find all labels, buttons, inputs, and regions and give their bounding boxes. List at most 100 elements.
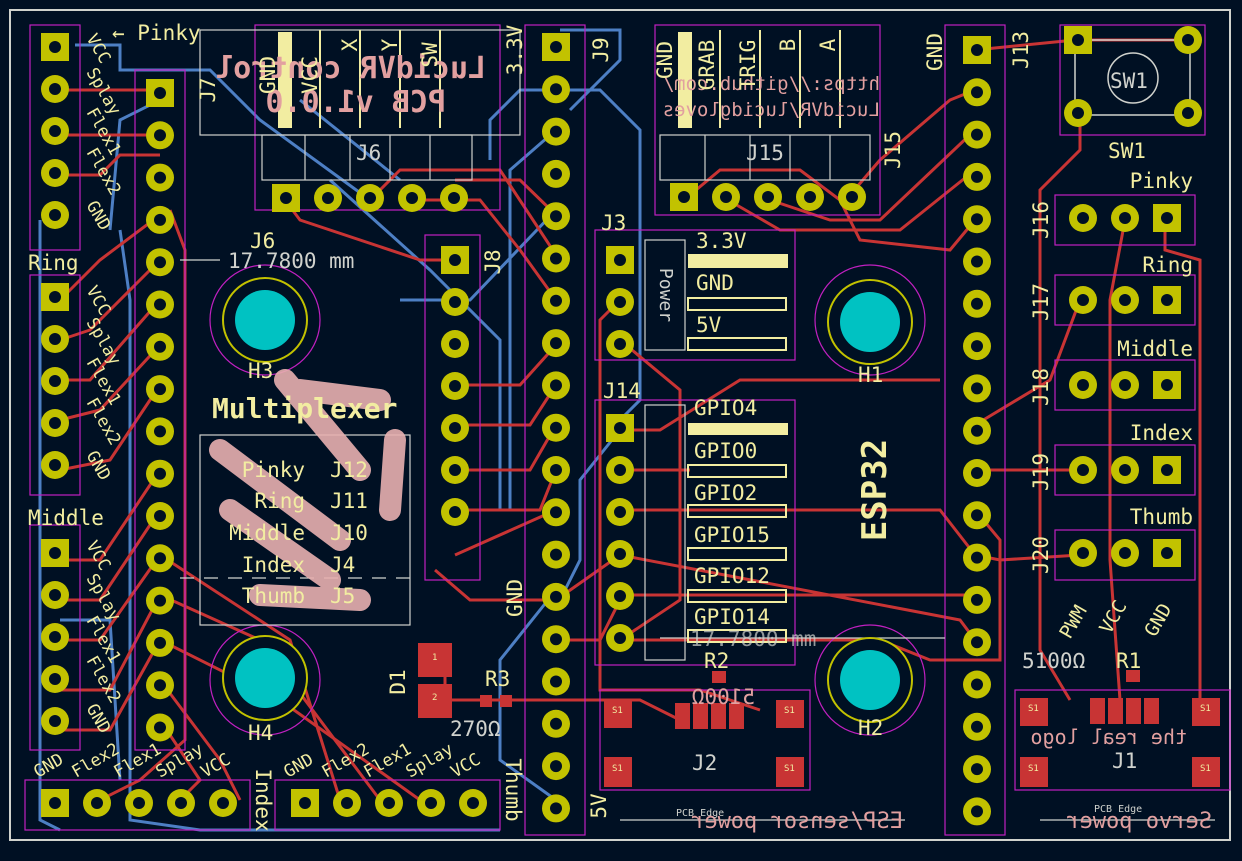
- thumb-label-flex2: Flex2: [319, 739, 373, 782]
- ref-j6-body: J6: [356, 141, 381, 165]
- drill-hole: [971, 170, 983, 183]
- drill-hole: [449, 254, 461, 266]
- j6-label-vcc: VCC: [298, 56, 322, 94]
- drill-hole: [49, 715, 61, 727]
- pcb-edge-label-1: PCB Edge: [676, 808, 724, 819]
- drill-hole: [550, 210, 562, 223]
- drill-hole: [1077, 464, 1089, 476]
- pcb-edge-label-2: PCB Edge: [1094, 804, 1142, 815]
- drill-hole: [1161, 294, 1173, 306]
- servo-pin-vcc: VCC: [1095, 597, 1131, 638]
- mux-finger-thumb: Thumb: [242, 584, 305, 608]
- drill-hole: [1072, 34, 1084, 46]
- drill-hole: [1161, 212, 1173, 224]
- drill-hole: [550, 125, 562, 138]
- j3-labels: 3.3V GND 5V: [696, 229, 747, 337]
- drill-hole: [614, 254, 626, 266]
- multiplexer-title: Multiplexer: [212, 392, 397, 425]
- through-hole-pads: [41, 26, 1202, 826]
- drill-hole: [425, 797, 437, 809]
- pinky-label-gnd: GND: [82, 198, 115, 235]
- r1-value: 5100Ω: [1022, 649, 1085, 673]
- drill-hole: [1077, 212, 1089, 224]
- logo-drawing: [209, 369, 406, 611]
- servo-pin-labels: PWM VCC GND: [1055, 597, 1176, 643]
- url-line2: LucidVR/lucidgloves: [663, 99, 880, 121]
- drill-hole: [154, 636, 166, 649]
- drill-hole: [49, 291, 61, 303]
- tactile-switch-sw1[interactable]: [1074, 39, 1191, 116]
- j6-pin-labels: GND VCC X Y SW: [256, 38, 442, 94]
- ref-h3: H3: [248, 359, 273, 383]
- drill-hole: [154, 467, 166, 480]
- drill-hole: [550, 506, 562, 519]
- drill-hole: [550, 379, 562, 392]
- j15-label-b: B: [776, 39, 800, 52]
- servo-finger-labels: Pinky Ring Middle Index Thumb: [1117, 169, 1193, 529]
- drill-hole: [971, 636, 983, 649]
- mux-ref-j12: J12: [330, 458, 368, 482]
- drill-hole: [449, 380, 461, 392]
- pinky-label-vcc: VCC: [82, 31, 115, 68]
- mux-ref-j11: J11: [330, 489, 368, 513]
- j15-pin-labels: GND GRAB TRIG B A: [653, 38, 840, 90]
- drill-hole: [1119, 212, 1131, 224]
- esp-sensor-power-label: ESP/sensor power: [691, 809, 903, 834]
- drill-hole: [614, 632, 626, 644]
- drill-hole: [154, 383, 166, 396]
- drill-hole: [49, 125, 61, 137]
- ref-j8: J8: [481, 249, 505, 274]
- dimension-label-2: 17.7800 mm: [690, 627, 816, 651]
- power-fab-label: Power: [655, 268, 676, 322]
- j3-label-3v3: 3.3V: [696, 229, 747, 253]
- drill-hole: [614, 464, 626, 476]
- ref-d1: D1: [386, 669, 410, 694]
- drill-hole: [49, 209, 61, 221]
- ref-j13: J13: [1009, 31, 1033, 69]
- thumb-label-flex1: Flex1: [361, 739, 415, 782]
- drill-hole: [614, 590, 626, 602]
- drill-hole: [91, 797, 103, 809]
- drill-hole: [1182, 34, 1194, 46]
- drill-hole: [154, 340, 166, 353]
- j15-label-gnd: GND: [653, 41, 677, 79]
- drill-hole: [550, 41, 562, 53]
- index-label-flex1: Flex1: [111, 739, 165, 782]
- ref-j6: J6: [250, 229, 275, 253]
- drill-hole: [383, 797, 395, 809]
- url-line1: https://github.com/: [663, 73, 880, 95]
- drill-hole: [154, 213, 166, 226]
- middle-label-gnd: GND: [82, 701, 115, 738]
- drill-hole: [1161, 547, 1173, 559]
- ref-j9: J9: [589, 37, 613, 62]
- ring-label-flex2: Flex2: [82, 395, 125, 449]
- drill-hole: [971, 44, 983, 56]
- url-text: https://github.com/ LucidVR/lucidgloves: [663, 73, 880, 121]
- drill-hole: [550, 802, 562, 815]
- smd-pads: [418, 643, 1159, 729]
- drill-hole: [614, 506, 626, 518]
- drill-hole: [449, 464, 461, 476]
- usb-pad-label: S1: [612, 764, 623, 774]
- drill-hole: [49, 333, 61, 345]
- drill-hole: [217, 797, 229, 809]
- servo-label-pinky: Pinky: [1130, 169, 1193, 193]
- drill-hole: [550, 675, 562, 688]
- drill-hole: [550, 548, 562, 561]
- index-label-splay: Splay: [153, 739, 207, 782]
- mux-finger-index: Index: [242, 553, 305, 577]
- label-gnd-j9: GND: [503, 579, 527, 617]
- ref-j2: J2: [692, 751, 717, 775]
- drill-hole: [971, 297, 983, 310]
- drill-hole: [678, 191, 690, 203]
- drill-hole: [1077, 547, 1089, 559]
- servo-label-ring: Ring: [1142, 253, 1193, 277]
- drill-hole: [614, 422, 626, 434]
- drill-hole: [49, 547, 61, 559]
- fab-layer: [180, 29, 1215, 821]
- label-index-bottom: Index: [251, 768, 275, 831]
- drill-hole: [1161, 464, 1173, 476]
- j14-label-gpio12: GPIO12: [694, 564, 770, 588]
- drill-hole: [364, 192, 376, 204]
- drill-hole: [1072, 107, 1084, 119]
